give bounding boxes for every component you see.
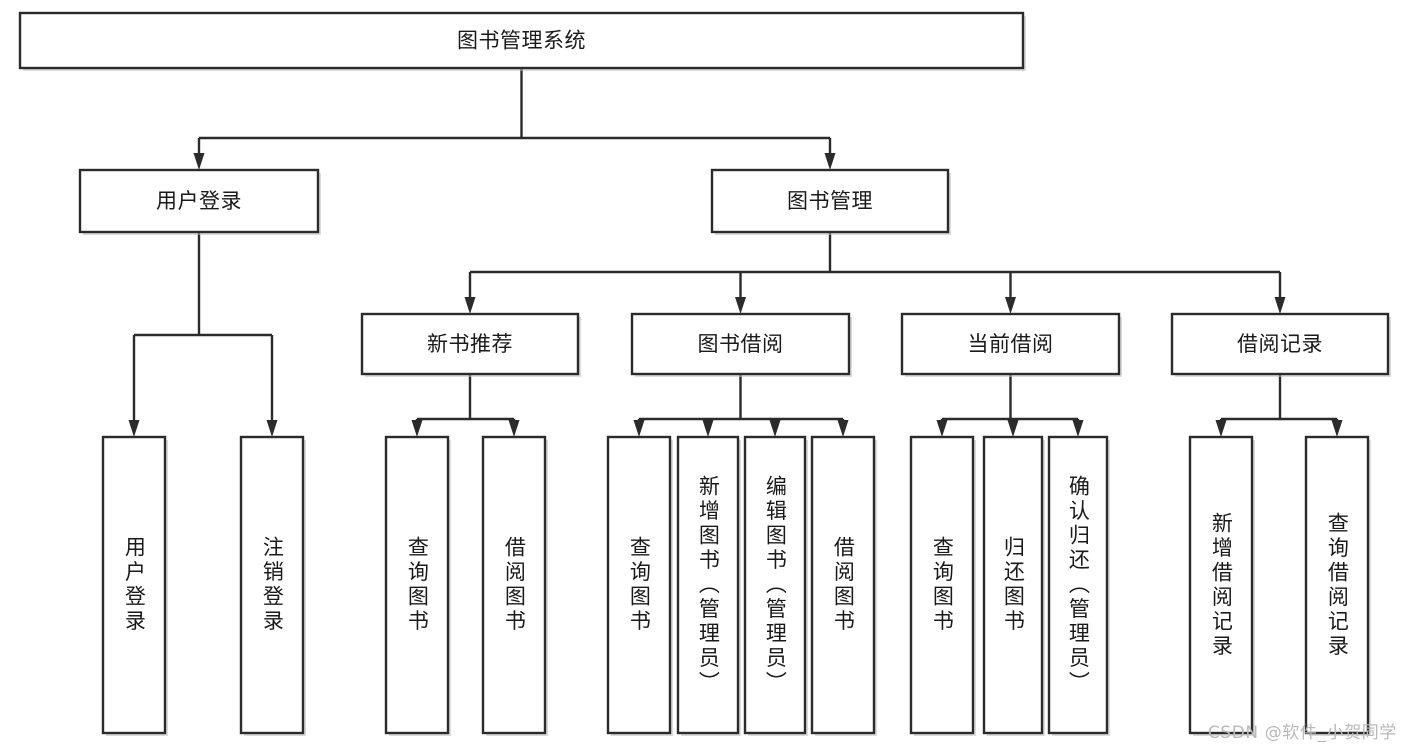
arrow-head-icon	[1005, 297, 1016, 314]
level2-node-box-0[interactable]	[78, 168, 320, 234]
level3-node-label-1: 图书借阅	[698, 332, 784, 356]
leaf-node-box-8[interactable]	[909, 435, 975, 735]
level2-node-label-1: 图书管理	[787, 189, 873, 213]
leaf-node-box-5[interactable]	[676, 435, 740, 735]
arrow-head-icon	[266, 420, 278, 437]
level2-node-box-1[interactable]	[710, 168, 950, 234]
root-node-box[interactable]	[18, 11, 1025, 70]
csdn-watermark: CSDN @软件_小贺同学	[1207, 723, 1397, 743]
boxes-layer	[18, 11, 1391, 736]
leaf-node-box-9[interactable]	[982, 435, 1044, 735]
level3-node-box-2[interactable]	[900, 312, 1121, 376]
leaf-node-box-11[interactable]	[1188, 435, 1254, 735]
leaf-node-box-3[interactable]	[481, 435, 547, 735]
arrow-head-icon	[193, 153, 205, 170]
leaf-node-box-10[interactable]	[1047, 435, 1109, 735]
level3-node-box-0[interactable]	[360, 312, 580, 376]
arrow-head-icon	[633, 420, 645, 437]
arrow-head-icon	[1007, 420, 1019, 437]
leaf-node-box-6[interactable]	[743, 435, 807, 735]
arrow-head-icon	[1274, 297, 1286, 314]
arrow-head-icon	[735, 297, 746, 314]
level3-node-box-1[interactable]	[630, 312, 851, 376]
level3-node-label-0: 新书推荐	[427, 332, 513, 356]
root-node-label: 图书管理系统	[457, 29, 586, 53]
connectors-layer	[128, 68, 1343, 437]
level3-node-label-3: 借阅记录	[1237, 332, 1323, 356]
leaf-node-box-12[interactable]	[1304, 435, 1370, 735]
arrow-head-icon	[1215, 420, 1227, 437]
arrow-head-icon	[936, 420, 948, 437]
level3-node-label-2: 当前借阅	[968, 332, 1054, 356]
arrow-head-icon	[824, 153, 836, 170]
arrow-head-icon	[837, 420, 849, 437]
arrow-head-icon	[508, 420, 520, 437]
arrow-head-icon	[128, 420, 140, 437]
leaf-node-box-2[interactable]	[384, 435, 450, 735]
arrow-head-icon	[411, 420, 423, 437]
arrow-head-icon	[702, 420, 714, 437]
level3-node-box-3[interactable]	[1170, 312, 1390, 376]
arrow-head-icon	[464, 297, 476, 314]
leaf-node-box-0[interactable]	[101, 435, 167, 735]
arrow-head-icon	[769, 420, 781, 437]
arrow-head-icon	[1331, 420, 1343, 437]
leaf-node-box-1[interactable]	[239, 435, 305, 735]
leaf-node-box-4[interactable]	[606, 435, 672, 735]
level2-node-label-0: 用户登录	[156, 189, 242, 213]
arrow-head-icon	[1072, 420, 1084, 437]
leaf-node-box-7[interactable]	[810, 435, 876, 735]
